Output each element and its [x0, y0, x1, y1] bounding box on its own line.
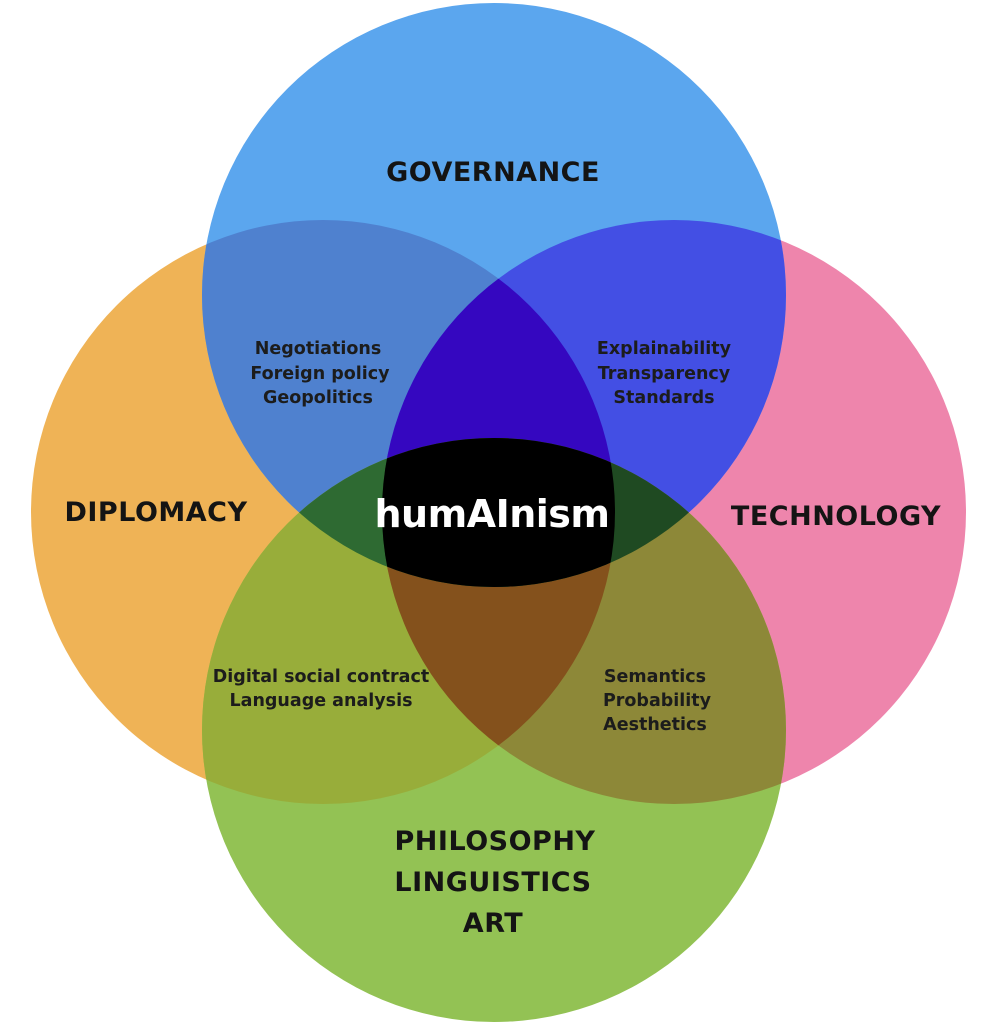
overlap-label-line: Digital social contract: [213, 667, 429, 687]
overlap-label-line: Geopolitics: [263, 388, 373, 408]
label-technology-philosophy: Semantics Probability Aesthetics: [603, 667, 712, 735]
overlap-label-line: Explainability: [597, 339, 732, 359]
overlap-governance-diplomacy-technology: [382, 220, 615, 587]
overlap-label-line: Aesthetics: [603, 715, 707, 735]
label-governance-technology: Explainability Transparency Standards: [597, 339, 732, 408]
overlap-governance-technology-philosophy: [382, 438, 786, 587]
overlap-diplomacy-technology-philosophy: [382, 438, 615, 804]
overlap-label-line: Semantics: [604, 667, 706, 687]
overlap-governance-diplomacy-philosophy: [202, 438, 615, 587]
label-philosophy-line: PHILOSOPHY: [395, 826, 596, 857]
overlap-label-line: Transparency: [598, 364, 731, 384]
label-diplomacy: DIPLOMACY: [64, 497, 247, 528]
label-governance: GOVERNANCE: [386, 157, 600, 188]
overlap-label-line: Negotiations: [255, 339, 382, 359]
label-philosophy-line: ART: [463, 908, 523, 939]
center-label-humainism: humAInism: [374, 492, 609, 536]
overlap-label-line: Standards: [613, 388, 714, 408]
label-governance-diplomacy: Negotiations Foreign policy Geopolitics: [250, 339, 390, 408]
overlap-label-line: Probability: [603, 691, 712, 711]
label-philosophy-group: PHILOSOPHY LINGUISTICS ART: [394, 826, 595, 939]
label-diplomacy-philosophy: Digital social contract Language analysi…: [213, 667, 429, 711]
overlap-label-line: Foreign policy: [250, 364, 390, 384]
overlap-label-line: Language analysis: [229, 691, 412, 711]
label-technology: TECHNOLOGY: [731, 501, 941, 532]
label-philosophy-line: LINGUISTICS: [394, 867, 591, 898]
